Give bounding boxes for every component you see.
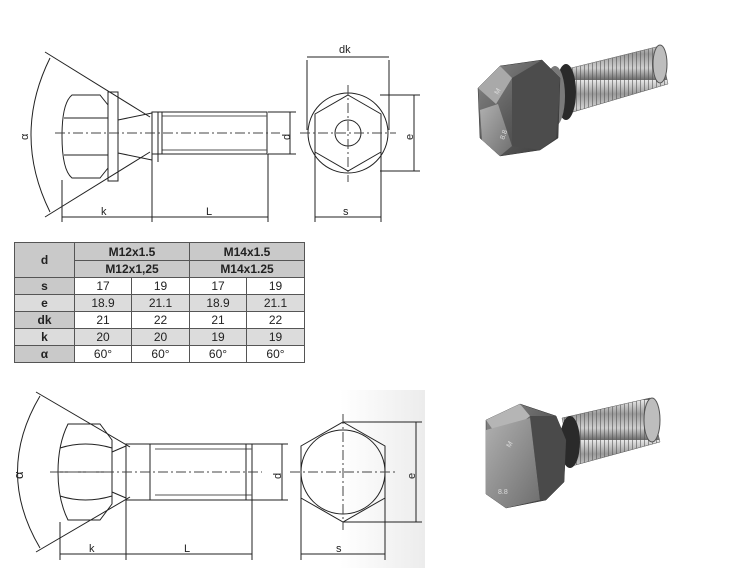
spec-table: d M12x1.5 M14x1.5 M12x1,25 M14x1.25 s 17… — [14, 242, 305, 363]
top-bolt-render: M 8.8 — [477, 44, 669, 157]
svg-text:M: M — [494, 87, 503, 96]
table-row: α 60° 60° 60° 60° — [14, 345, 305, 363]
svg-text:8.8: 8.8 — [498, 489, 508, 496]
bottom-side-view — [17, 391, 288, 560]
bottom-s-label: s — [336, 543, 342, 555]
top-end-view — [300, 56, 420, 222]
table-row: k 20 20 19 19 — [14, 328, 305, 346]
top-dk-label: dk — [339, 44, 351, 56]
svg-text:M: M — [506, 440, 515, 449]
bottom-L-label: L — [184, 543, 190, 555]
table-row: s 17 19 17 19 — [14, 277, 305, 295]
bottom-head-outline — [57, 423, 113, 521]
top-L-label: L — [206, 206, 212, 218]
bottom-bolt-render: M 8.8 — [485, 397, 661, 509]
svg-text:8.8: 8.8 — [499, 129, 509, 141]
bottom-d-label: d — [272, 473, 284, 479]
bottom-k-label: k — [89, 543, 95, 555]
d-header: d — [14, 242, 75, 278]
top-s-label: s — [343, 206, 349, 218]
bottom-e-label: e — [406, 473, 418, 479]
top-side-view — [30, 51, 296, 222]
bottom-end-view — [290, 414, 422, 560]
bottom-drawing-background — [0, 390, 425, 568]
table-row: e 18.9 21.1 18.9 21.1 — [14, 294, 305, 312]
top-alpha-label: α — [19, 133, 31, 140]
top-d-label: d — [281, 134, 293, 140]
table-row: dk 21 22 21 22 — [14, 311, 305, 329]
group2-header-top: M14x1.5 — [189, 242, 305, 261]
group1-header-bottom: M12x1,25 — [74, 260, 190, 278]
top-e-label: e — [404, 134, 416, 140]
group1-header-top: M12x1.5 — [74, 242, 190, 261]
top-alpha-arc — [30, 57, 51, 213]
top-head-outline — [61, 94, 109, 179]
bottom-alpha-arc — [17, 395, 41, 549]
bottom-alpha-label: α — [11, 471, 26, 479]
top-k-label: k — [101, 206, 107, 218]
group2-header-bottom: M14x1.25 — [189, 260, 305, 278]
